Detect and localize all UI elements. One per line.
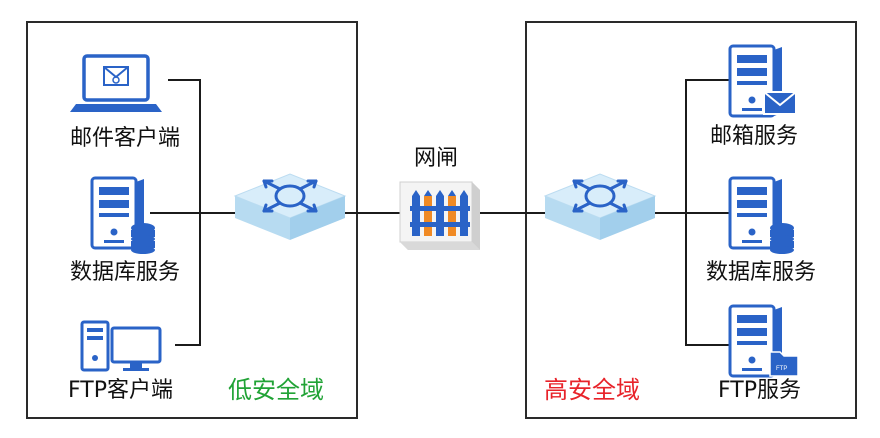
low-db-service-label: 数据库服务 [70,260,181,285]
low-zone-box [26,21,358,419]
low-zone-title: 低安全域 [228,376,324,404]
high-zone-title: 高安全域 [544,376,640,404]
low-zone-links [150,79,730,346]
ftp-server-icon: FTP [728,304,799,378]
high-zone-switch-icon [543,172,657,242]
high-db-service-label: 数据库服务 [706,260,817,285]
low-db-server-icon [90,176,155,254]
laptop-mail-icon [70,54,162,112]
ftp-client-pc-icon [80,320,162,372]
low-zone-switch-icon [233,172,347,242]
svg-text:FTP: FTP [776,366,787,372]
gateway-label: 网闸 [414,146,459,171]
ftp-client-label: FTP客户端 [68,378,173,403]
mail-service-label: 邮箱服务 [710,124,799,149]
mail-server-icon [728,44,797,118]
mail-client-label: 邮件客户端 [70,126,181,151]
ftp-service-label: FTP服务 [718,378,801,403]
gateway-firewall-icon [399,181,480,250]
high-db-server-icon [728,176,794,254]
high-zone-box [525,21,857,419]
